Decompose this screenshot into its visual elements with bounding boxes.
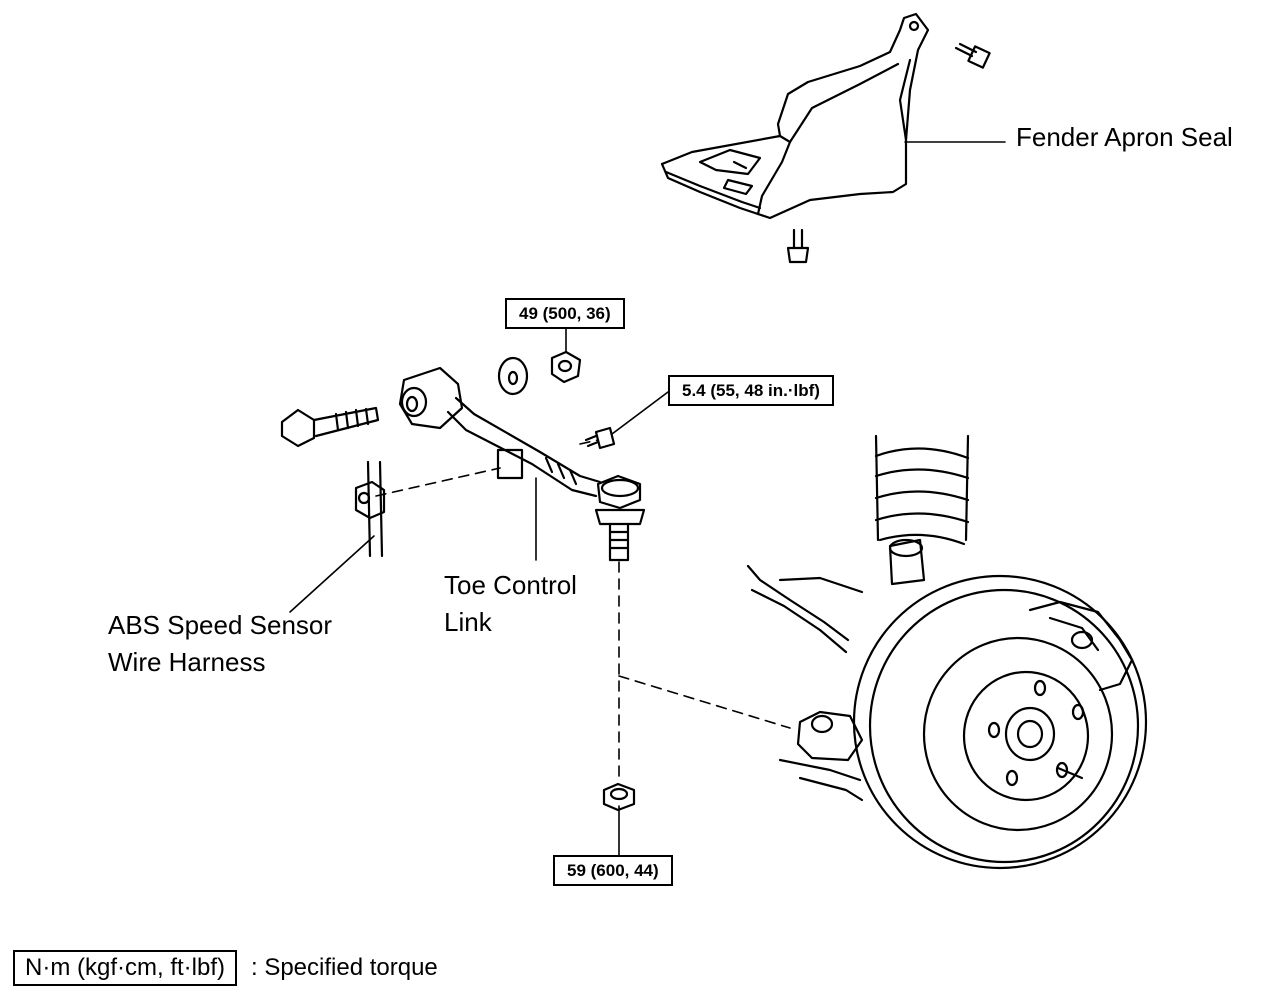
toe-control-link-label-line1: Toe Control xyxy=(444,570,577,600)
axle-hub-assembly xyxy=(746,434,1148,870)
legend: N·m (kgf·cm, ft·lbf) : Specified torque xyxy=(13,949,438,987)
torque-box-nut-bottom: 59 (600, 44) xyxy=(553,855,673,886)
toe-control-link-label-line2: Link xyxy=(444,607,492,637)
nut-bottom xyxy=(602,782,636,812)
torque-box-small-bolt: 5.4 (55, 48 in.·lbf) xyxy=(668,375,834,406)
abs-harness-label-line1: ABS Speed Sensor xyxy=(108,610,333,640)
abs-harness-part xyxy=(354,460,386,558)
abs-harness-label-line2: Wire Harness xyxy=(108,647,266,677)
link-bolt xyxy=(280,406,380,448)
small-bolt xyxy=(584,426,616,450)
alignment-lines xyxy=(375,439,791,781)
washer xyxy=(497,356,529,396)
legend-unit-box: N·m (kgf·cm, ft·lbf) xyxy=(13,950,237,986)
nut-top xyxy=(550,350,582,384)
fender-apron-seal-label: Fender Apron Seal xyxy=(1016,122,1233,152)
leader-lines xyxy=(289,141,1006,861)
torque-box-nut-top: 49 (500, 36) xyxy=(505,298,625,329)
toe-control-link-part xyxy=(398,366,646,562)
fender-apron-seal-part xyxy=(660,12,930,220)
screw-top xyxy=(954,42,991,69)
legend-text: : Specified torque xyxy=(250,954,438,981)
screw-bottom xyxy=(786,228,810,264)
